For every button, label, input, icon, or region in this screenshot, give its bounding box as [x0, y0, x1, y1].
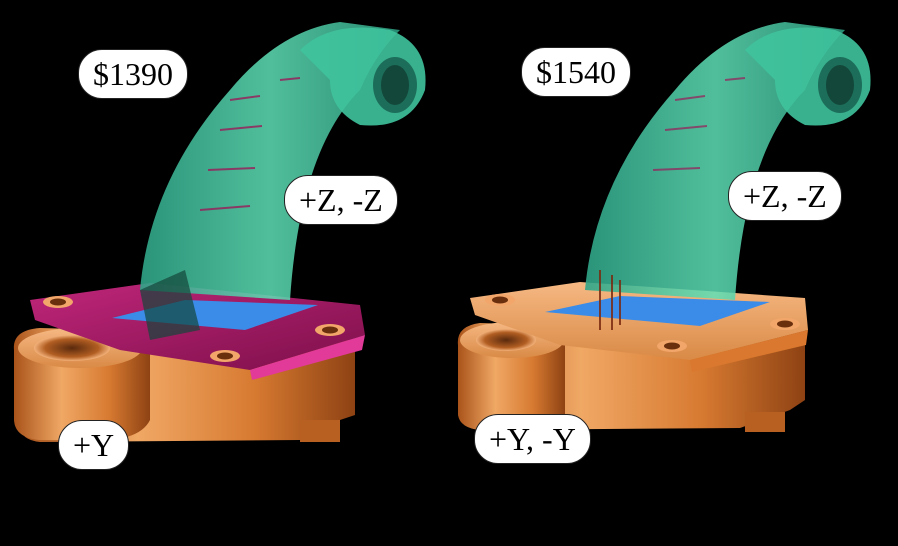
right-part-render: [457, 22, 871, 432]
orientation-label-right-bottom: +Y, -Y: [474, 414, 591, 464]
orientation-label-right-top: +Z, -Z: [728, 171, 842, 221]
price-label-left: $1390: [78, 49, 188, 99]
orientation-label-left-top: +Z, -Z: [284, 175, 398, 225]
price-label-right: $1540: [521, 47, 631, 97]
orientation-label-left-bottom: +Y: [58, 420, 130, 470]
left-part-render: [13, 22, 426, 442]
